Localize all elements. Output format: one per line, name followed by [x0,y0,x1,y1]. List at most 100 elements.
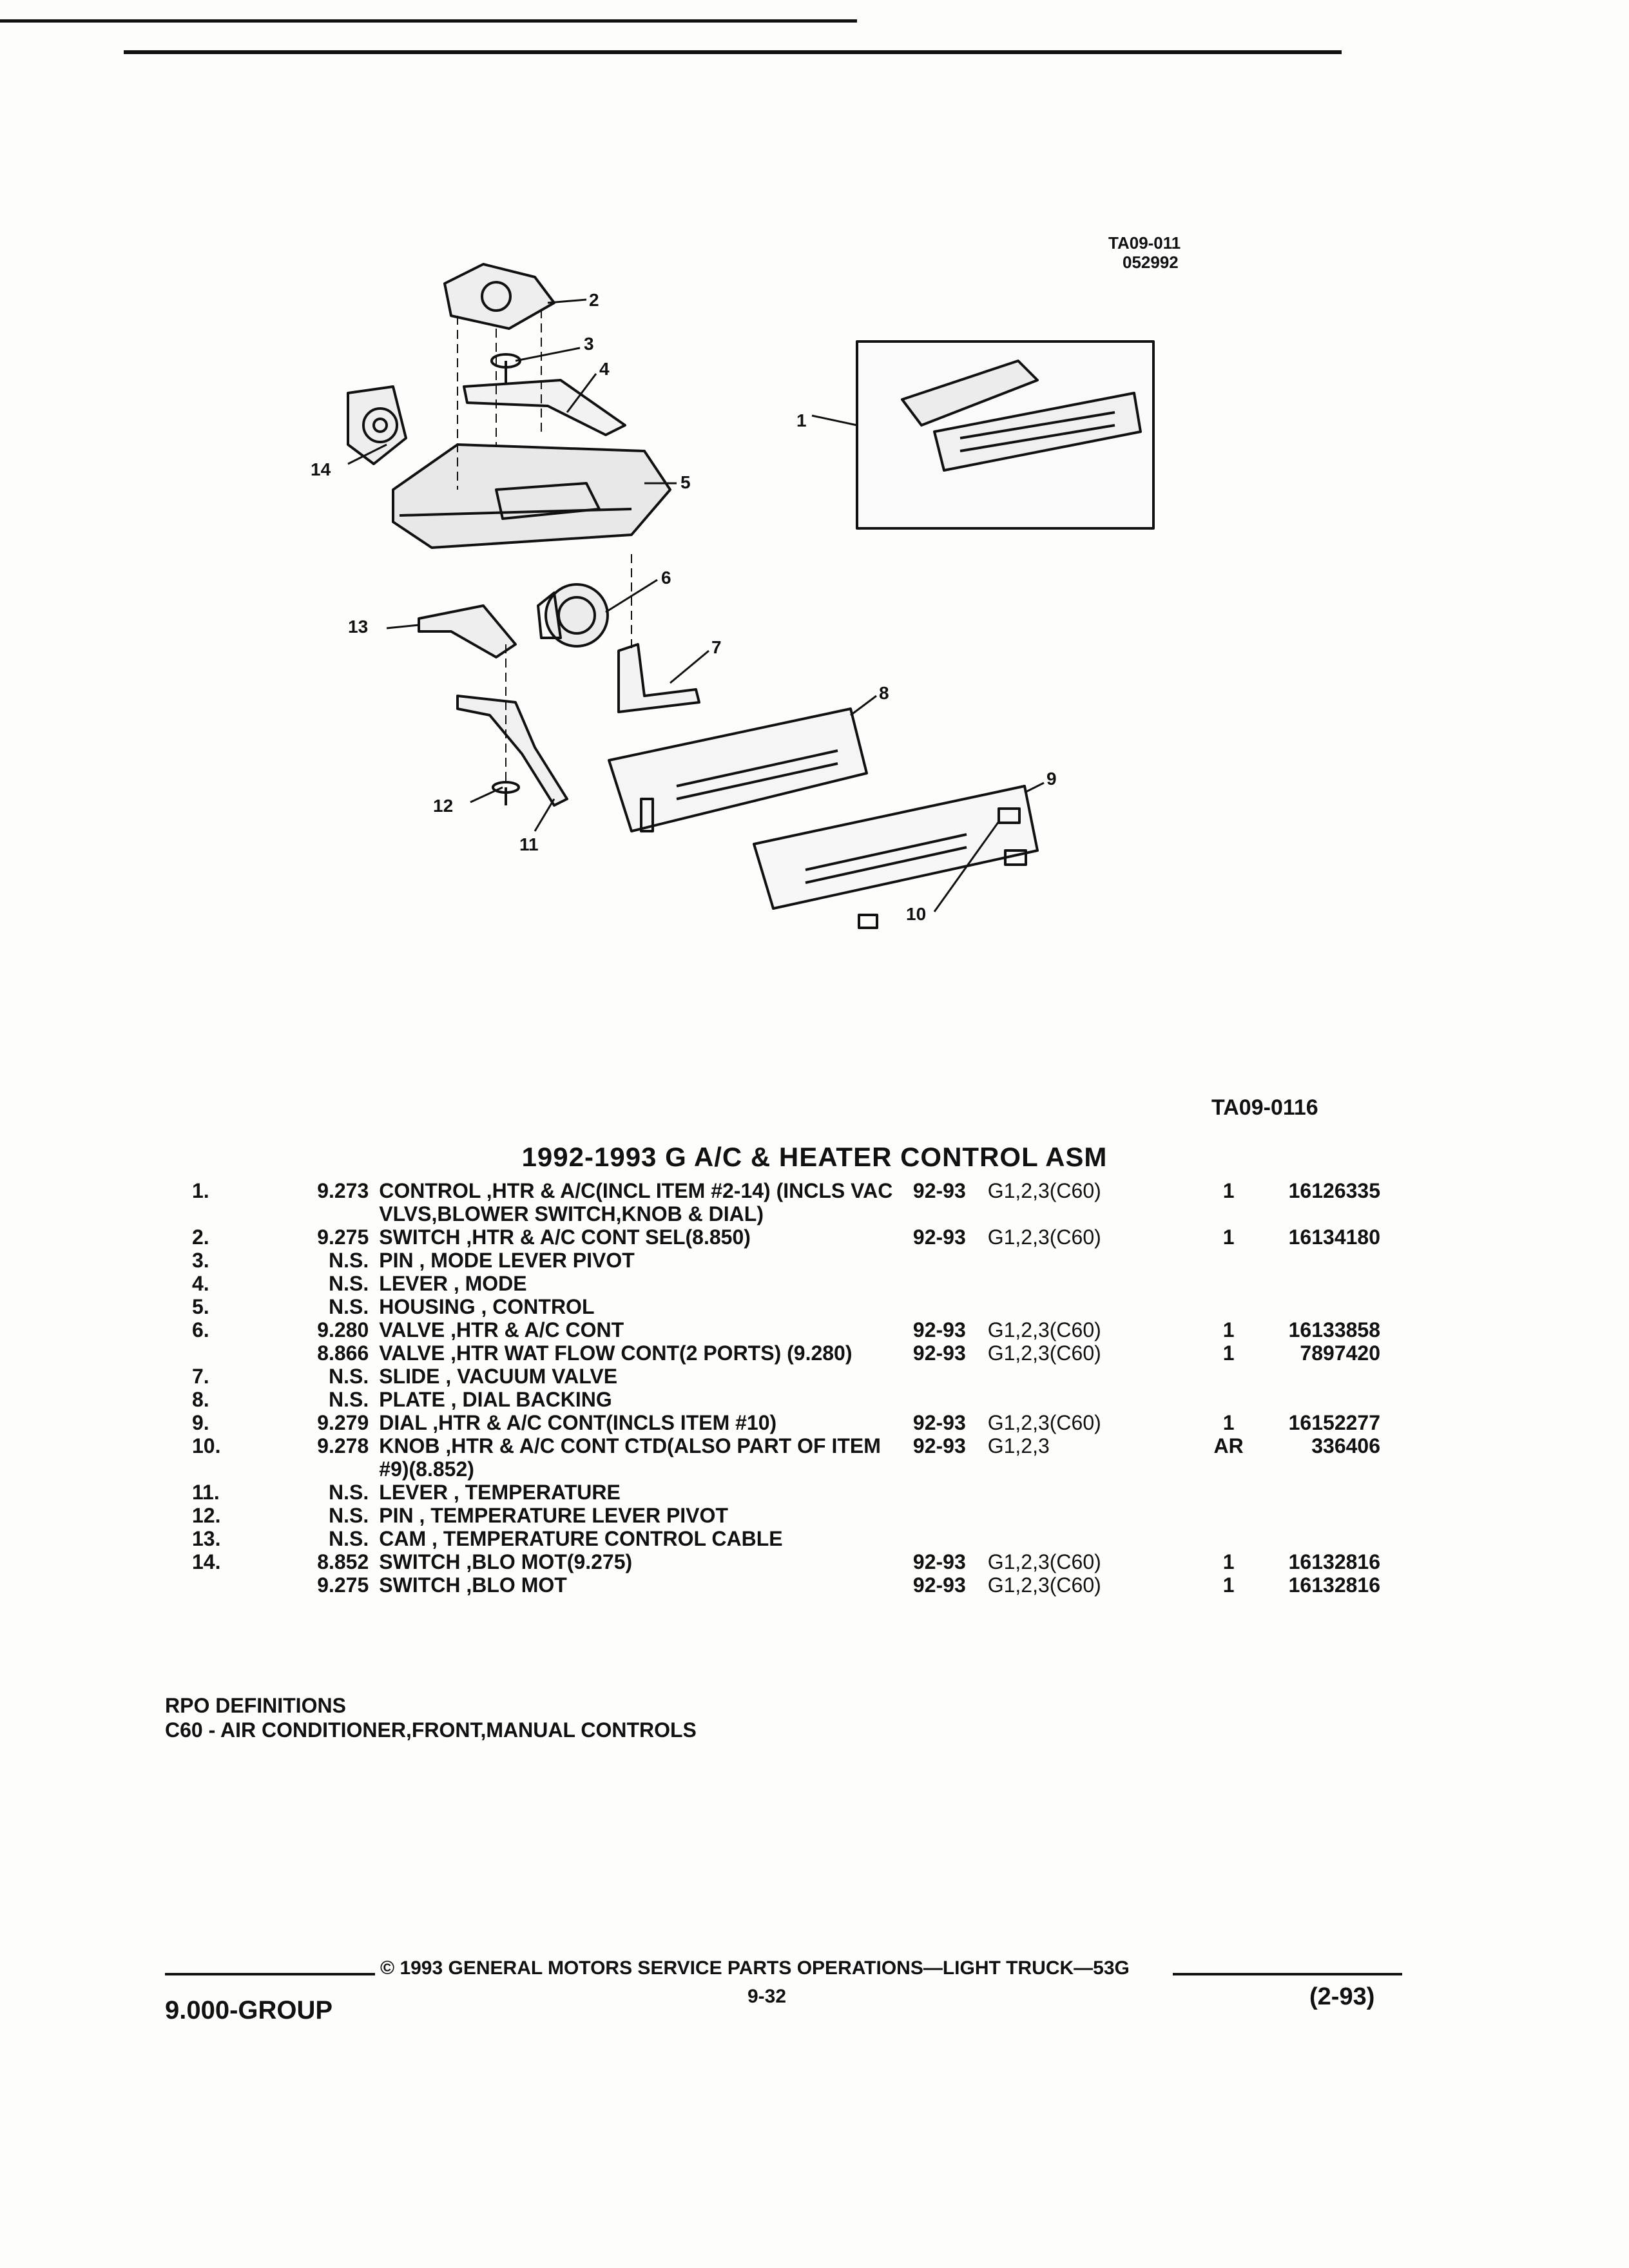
cell-pn: 16152277 [1288,1411,1380,1434]
callout-12: 12 [433,796,453,816]
cell-qty [1204,1527,1253,1550]
cell-qty [1204,1365,1253,1388]
cell-desc: SWITCH ,BLO MOT [379,1573,567,1597]
cell-desc: SWITCH ,HTR & A/C CONT SEL(8.850) [379,1225,751,1249]
callout-2: 2 [589,290,599,310]
cell-pn: 7897420 [1300,1341,1380,1365]
table-row: 11.N.S.LEVER , TEMPERATURE [187,1481,1385,1504]
callout-14: 14 [311,459,331,479]
cell-n [187,1341,267,1365]
cell-desc: PIN , MODE LEVER PIVOT [379,1249,635,1272]
footer-page-number: 9-32 [747,1986,787,2007]
cell-ref: N.S. [329,1295,369,1318]
cell-desc: VALVE ,HTR & A/C CONT [379,1318,624,1341]
cell-n: 8. [192,1388,209,1411]
cell-desc: PIN , TEMPERATURE LEVER PIVOT [379,1504,728,1527]
cell-yr [908,1481,983,1504]
exploded-view-illustration: 1 2 3 4 5 6 7 8 9 10 11 12 13 14 [311,263,1155,929]
footer-rule-right [1173,1973,1402,1975]
cell-qty [1204,1249,1253,1272]
callout-1: 1 [796,410,807,430]
cell-app: G1,2,3(C60) [987,1550,1101,1573]
cell-ref: 9.275 [317,1573,369,1597]
cell-yr [908,1365,983,1388]
cell-yr: 92-93 [912,1411,966,1434]
footer-copyright: © 1993 GENERAL MOTORS SERVICE PARTS OPER… [380,1957,1130,1979]
cell-n: 9. [192,1411,209,1434]
cell-pn [1253,1272,1385,1295]
cell-pn [1253,1527,1385,1550]
cell-desc: DIAL ,HTR & A/C CONT(INCLS ITEM #10) [379,1411,777,1434]
cell-yr: 92-93 [912,1341,966,1365]
cell-n [187,1573,267,1597]
cell-yr: 92-93 [912,1573,966,1597]
callout-13: 13 [348,617,368,637]
cell-app [983,1504,1204,1527]
cell-qty: 1 [1222,1411,1235,1434]
cell-app: G1,2,3 [987,1434,1050,1457]
cell-pn: 16133858 [1288,1318,1380,1341]
cell-desc: SLIDE , VACUUM VALVE [379,1365,618,1388]
cell-app [983,1388,1204,1411]
cell-pn: 16132816 [1288,1573,1380,1597]
cell-ref: 9.278 [317,1434,369,1457]
cell-qty [1204,1481,1253,1504]
illustration-ref: TA09-011 052992 [1108,233,1181,272]
cell-pn [1253,1388,1385,1411]
cell-yr: 92-93 [912,1434,966,1457]
table-row: 12.N.S.PIN , TEMPERATURE LEVER PIVOT [187,1504,1385,1527]
cell-qty [1204,1388,1253,1411]
callout-6: 6 [661,568,671,588]
cell-desc: VALVE ,HTR WAT FLOW CONT(2 PORTS) (9.280… [379,1341,853,1365]
cell-n: 13. [192,1527,221,1550]
cell-yr [908,1527,983,1550]
cell-ref: 9.280 [317,1318,369,1341]
cell-n: 6. [192,1318,209,1341]
rpo-line: C60 - AIR CONDITIONER,FRONT,MANUAL CONTR… [165,1718,697,1742]
cell-pn [1253,1295,1385,1318]
cell-ref: N.S. [329,1527,369,1550]
cell-ref: N.S. [329,1365,369,1388]
cell-yr: 92-93 [912,1179,966,1202]
cell-qty [1204,1504,1253,1527]
footer-revision: (2-93) [1309,1983,1375,2010]
top-scan-rule [0,19,857,23]
rpo-heading: RPO DEFINITIONS [165,1694,346,1717]
table-row: 7.N.S.SLIDE , VACUUM VALVE [187,1365,1385,1388]
callout-11: 11 [519,834,539,854]
cell-yr: 92-93 [912,1225,966,1249]
cell-qty: 1 [1222,1179,1235,1202]
cell-yr [908,1504,983,1527]
cell-qty [1204,1295,1253,1318]
cell-n: 2. [192,1225,209,1249]
cell-ref: N.S. [329,1504,369,1527]
illustration-ref-code: TA09-011 [1108,233,1181,253]
callout-3: 3 [584,334,594,354]
cell-n: 10. [192,1434,221,1457]
rpo-definitions: RPO DEFINITIONS C60 - AIR CONDITIONER,FR… [165,1693,697,1742]
cell-desc: PLATE , DIAL BACKING [379,1388,612,1411]
illustration-ref-date: 052992 [1123,253,1179,272]
cell-n: 3. [192,1249,209,1272]
callout-10: 10 [906,904,926,924]
footer-group: 9.000-GROUP [165,1996,333,2024]
cell-ref: 8.866 [317,1341,369,1365]
cell-yr: 92-93 [912,1318,966,1341]
cell-pn: 336406 [1311,1434,1380,1457]
cell-ref: N.S. [329,1249,369,1272]
cell-qty: 1 [1222,1573,1235,1597]
cell-qty: 1 [1222,1225,1235,1249]
footer-rule-left [165,1973,375,1975]
cell-pn [1253,1365,1385,1388]
table-row: 3. N.S. PIN , MODE LEVER PIVOT [187,1249,1385,1272]
cell-n: 4. [192,1272,209,1295]
cell-app [983,1365,1204,1388]
callout-9: 9 [1046,769,1057,789]
cell-app: G1,2,3(C60) [987,1411,1101,1434]
